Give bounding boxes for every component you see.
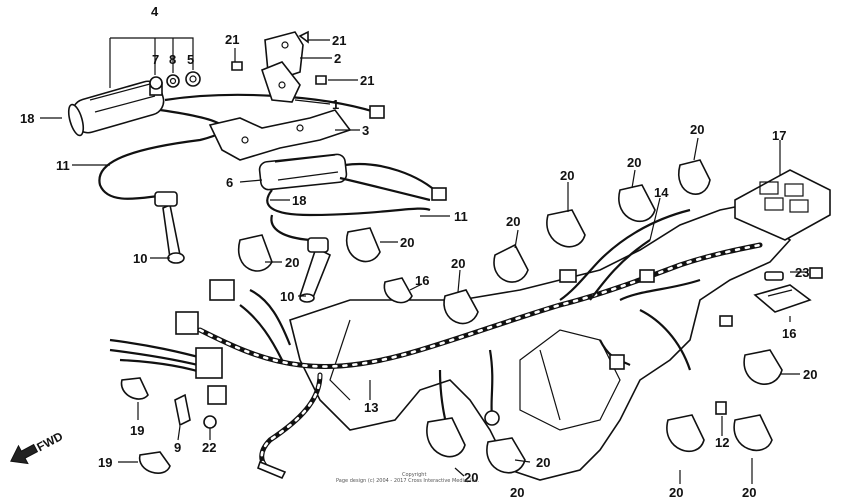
band-clamps-20[interactable]	[237, 159, 783, 474]
spark-plug-wire-right[interactable]	[266, 189, 431, 242]
callout-20: 20	[669, 485, 683, 500]
callout-16: 16	[782, 326, 796, 341]
callout-7: 7	[152, 52, 159, 67]
clip-12[interactable]	[715, 401, 727, 415]
fuse-holder-16[interactable]	[753, 284, 812, 313]
ignition-coil-upper[interactable]	[66, 78, 167, 137]
coil-nuts-washers[interactable]	[149, 71, 201, 90]
callout-19: 19	[98, 455, 112, 470]
frame-outline	[289, 204, 792, 481]
callout-8: 8	[169, 52, 176, 67]
leader-lines	[40, 39, 808, 484]
ignition-coil-lower[interactable]	[258, 153, 447, 202]
spark-plug-cap-left[interactable]	[154, 191, 185, 264]
callout-3: 3	[362, 123, 369, 138]
callout-9: 9	[174, 440, 181, 455]
callout-11: 11	[454, 209, 468, 224]
callout-numbers: 4 7 8 5 21 21 21 2 1 3 18 18 11 11 6 10 …	[20, 4, 817, 500]
callout-2: 2	[334, 51, 341, 66]
callout-20: 20	[285, 255, 299, 270]
callout-20: 20	[400, 235, 414, 250]
main-wire-harness[interactable]	[109, 208, 763, 473]
callout-21: 21	[332, 33, 346, 48]
callout-4: 4	[151, 4, 159, 19]
callout-20: 20	[627, 155, 641, 170]
callout-20: 20	[506, 214, 520, 229]
copyright-line-1: Copyright	[402, 472, 426, 478]
bolts-21[interactable]	[231, 30, 327, 85]
callout-20: 20	[803, 367, 817, 382]
callout-11: 11	[56, 158, 70, 173]
callout-5: 5	[187, 52, 194, 67]
copyright-line-2: Page design (c) 2004 - 2017 Cross Intera…	[336, 478, 480, 484]
callout-20: 20	[742, 485, 756, 500]
callout-23: 23	[795, 265, 809, 280]
fwd-arrow-icon: FWD	[10, 429, 65, 465]
callout-18: 18	[20, 111, 34, 126]
copyright-watermark: Copyright Page design (c) 2004 - 2017 Cr…	[336, 472, 480, 484]
callout-21: 21	[225, 32, 239, 47]
callout-21: 21	[360, 73, 374, 88]
callout-18: 18	[292, 193, 306, 208]
clamp-16-left[interactable]	[383, 277, 413, 304]
callout-10: 10	[280, 289, 294, 304]
fuse-23[interactable]	[764, 267, 823, 281]
fwd-label: FWD	[34, 429, 65, 454]
harness-connectors[interactable]	[175, 269, 733, 480]
coil-mount-bracket[interactable]	[208, 109, 352, 161]
callout-12: 12	[715, 435, 729, 450]
coil-bracket-upper[interactable]	[261, 31, 304, 103]
callout-14: 14	[654, 185, 669, 200]
callout-16: 16	[415, 273, 429, 288]
callout-19: 19	[130, 423, 144, 438]
callout-13: 13	[364, 400, 378, 415]
callout-20: 20	[464, 470, 478, 485]
callout-22: 22	[202, 440, 216, 455]
callout-20: 20	[690, 122, 704, 137]
callout-10: 10	[133, 251, 147, 266]
clip-9[interactable]	[174, 393, 191, 427]
fuse-box-17[interactable]	[734, 169, 831, 241]
callout-20: 20	[560, 168, 574, 183]
grommet-22[interactable]	[203, 415, 217, 429]
callout-20: 20	[510, 485, 524, 500]
callout-20: 20	[451, 256, 465, 271]
callout-20: 20	[536, 455, 550, 470]
callout-1: 1	[332, 97, 339, 112]
callout-6: 6	[226, 175, 233, 190]
clamps-19[interactable]	[120, 377, 171, 474]
callout-17: 17	[772, 128, 786, 143]
spark-plug-cap-right[interactable]	[298, 237, 332, 303]
